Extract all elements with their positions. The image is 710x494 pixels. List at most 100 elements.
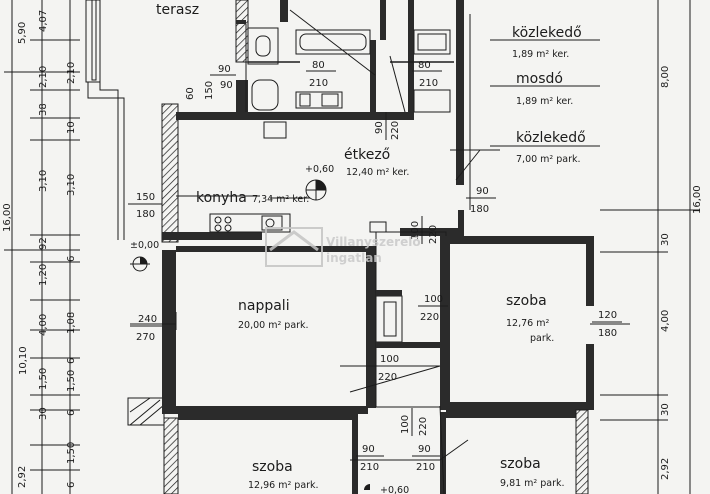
dim-label: 10	[66, 121, 77, 134]
dim-label: 6	[66, 256, 77, 262]
room-szoba-bottom-left-area: 12,96 m² park.	[248, 480, 319, 491]
room-labels: terasz közlekedő 1,89 m² ker. mosdó 1,89…	[130, 2, 600, 494]
level-bottom: +0,60	[380, 485, 409, 494]
left-dimension-lines	[4, 0, 80, 494]
svg-text:100: 100	[380, 354, 399, 365]
room-etkezo: étkező	[344, 147, 390, 163]
dim-label: 3,10	[38, 170, 49, 192]
svg-text:80: 80	[418, 60, 431, 71]
opening-120-180: 120 180	[592, 310, 622, 339]
svg-text:270: 270	[136, 332, 155, 343]
room-terasz: terasz	[156, 2, 199, 18]
dim-label: 30	[38, 407, 49, 420]
room-konyha-area: 7,34 m² ker.	[252, 194, 309, 205]
opening-90-180: 90 180	[466, 186, 496, 215]
svg-text:100: 100	[410, 221, 421, 240]
room-kozlekedo-top: közlekedő	[512, 25, 582, 41]
svg-text:150: 150	[136, 192, 155, 203]
svg-text:100: 100	[424, 294, 443, 305]
opening-80-210-a: 80 210	[306, 60, 336, 89]
dim-label: 2,92	[660, 458, 671, 480]
svg-text:220: 220	[418, 417, 429, 436]
room-kozlekedo-top-area: 1,89 m² ker.	[512, 49, 569, 60]
room-szoba-bottom-left: szoba	[252, 459, 293, 475]
dim-label: 6	[66, 482, 77, 488]
dim-label: 5,90	[17, 22, 28, 44]
svg-text:210: 210	[419, 78, 438, 89]
dim-label: 1,50	[66, 370, 77, 392]
svg-text:90: 90	[362, 444, 375, 455]
room-szoba-bottom-right-area: 9,81 m² park.	[500, 478, 565, 489]
svg-text:220: 220	[378, 372, 397, 383]
room-konyha: konyha	[196, 190, 247, 206]
left-inner-dims: 2,10 10 3,10 6 1,08 6 1,50 6 1,50 6	[66, 62, 77, 488]
dim-label: 1,50	[66, 442, 77, 464]
svg-text:210: 210	[360, 462, 379, 473]
room-etkezo-level: +0,60	[305, 164, 334, 175]
svg-text:90: 90	[476, 186, 489, 197]
dim-label: 4,00	[38, 314, 49, 336]
svg-text:90: 90	[418, 444, 431, 455]
dim-label: 6	[66, 358, 77, 364]
svg-text:90: 90	[220, 80, 233, 91]
opening-90-210-b: 90 210	[412, 444, 440, 473]
svg-text:90: 90	[374, 121, 385, 134]
room-etkezo-area: 12,40 m² ker.	[346, 167, 409, 178]
svg-text:120: 120	[598, 310, 617, 321]
room-szoba-bottom-right: szoba	[500, 456, 541, 472]
dim-label: 2,10	[38, 66, 49, 88]
opening-100-220-c: 100 220	[374, 354, 404, 383]
svg-text:90: 90	[218, 64, 231, 75]
opening-80-210-b: 80 210	[412, 60, 442, 89]
svg-text:210: 210	[416, 462, 435, 473]
dim-label: 3,10	[66, 174, 77, 196]
room-mosdo-area: 1,89 m² ker.	[516, 96, 573, 107]
opening-90-210-a: 90 210	[356, 444, 384, 473]
room-nappali: nappali	[238, 298, 290, 314]
room-mosdo: mosdó	[516, 71, 563, 87]
opening-60: 60	[185, 87, 196, 100]
dim-label: 10,10	[18, 346, 29, 375]
left-mid-dims: 4,07 2,10 38 3,10 92 1,20 4,00 1,50 30	[38, 10, 49, 420]
level-zero: ±0,00	[130, 240, 159, 251]
svg-text:150: 150	[204, 81, 215, 100]
dim-label: 1,08	[66, 312, 77, 334]
room-nappali-area: 20,00 m² park.	[238, 320, 309, 331]
opening-90-220: 90 220	[374, 112, 401, 140]
svg-text:210: 210	[309, 78, 328, 89]
dim-label: 30	[660, 403, 671, 416]
svg-text:180: 180	[136, 209, 155, 220]
svg-text:220: 220	[390, 121, 401, 140]
dim-label: 16,00	[692, 185, 703, 214]
watermark-text-2: ingatlan	[326, 251, 382, 265]
svg-text:240: 240	[138, 314, 157, 325]
opening-150-180: 150 180	[128, 192, 162, 220]
dim-label: 8,00	[660, 66, 671, 88]
svg-text:100: 100	[400, 415, 411, 434]
dim-label: 30	[660, 233, 671, 246]
room-szoba-right: szoba	[506, 293, 547, 309]
room-kozlekedo-mid: közlekedő	[516, 130, 586, 146]
opening-90-90: 90 90	[210, 64, 236, 91]
room-kozlekedo-mid-area: 7,00 m² park.	[516, 154, 581, 165]
walls	[161, 0, 594, 494]
dim-label: 92	[38, 237, 49, 250]
fixtures	[130, 9, 630, 494]
room-szoba-right-area: 12,76 m²	[506, 318, 549, 329]
opening-240-270: 240 270	[130, 314, 162, 343]
svg-text:60: 60	[185, 87, 196, 100]
opening-labels: 80 210 80 210 90 90 60 150 90 220 150 1	[128, 60, 622, 473]
dim-label: 38	[38, 103, 49, 116]
watermark-text-1: Villanyszerelő	[326, 235, 421, 249]
dim-label: 2,10	[66, 62, 77, 84]
opening-100-220-b: 100 220	[418, 294, 448, 323]
svg-text:220: 220	[420, 312, 439, 323]
dim-label: 1,20	[38, 264, 49, 286]
opening-100-220-d: 100 220	[400, 408, 429, 436]
svg-text:220: 220	[428, 225, 439, 244]
svg-text:180: 180	[470, 204, 489, 215]
dim-label: 6	[66, 410, 77, 416]
opening-100-220-a: 100 220	[410, 216, 439, 244]
opening-150-top: 150	[204, 81, 215, 100]
